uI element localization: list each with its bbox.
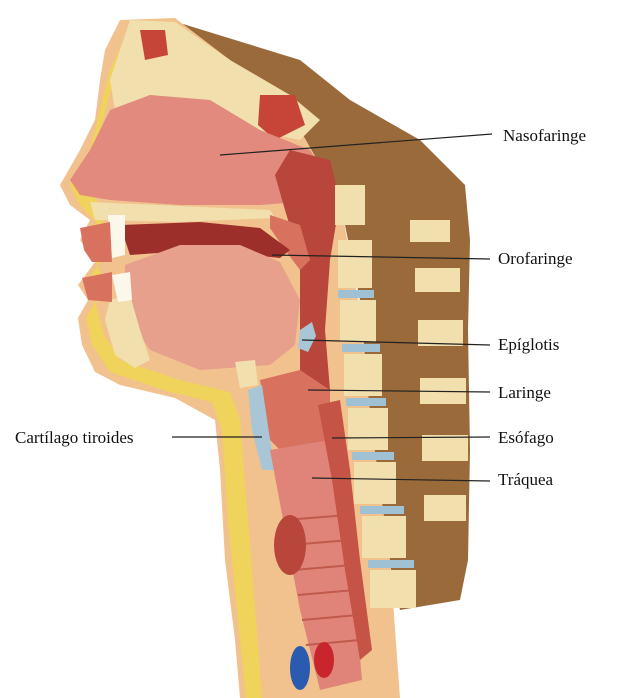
upper-incisor bbox=[108, 215, 125, 258]
intervertebral-disc bbox=[342, 344, 380, 352]
intervertebral-disc bbox=[338, 290, 374, 298]
cervical-spine bbox=[335, 185, 468, 608]
lower-incisor bbox=[112, 272, 132, 302]
spinous-process bbox=[422, 435, 468, 461]
intervertebral-disc bbox=[368, 560, 414, 568]
soft-palate bbox=[270, 215, 310, 270]
label-nasofaringe: Nasofaringe bbox=[503, 126, 587, 145]
label-laringe: Laringe bbox=[498, 383, 551, 402]
hyoid-bone bbox=[235, 360, 258, 388]
vertebra bbox=[344, 354, 382, 396]
tongue bbox=[125, 245, 300, 370]
vertebra bbox=[348, 408, 388, 450]
spinous-process bbox=[415, 268, 460, 292]
label-epiglotis: Epíglotis bbox=[498, 335, 560, 354]
leader-lines bbox=[172, 133, 493, 482]
artery bbox=[314, 642, 334, 678]
pharynx-cavity bbox=[275, 150, 340, 430]
vertebra bbox=[370, 570, 416, 608]
spinous-process bbox=[410, 220, 450, 242]
esophagus bbox=[318, 400, 372, 660]
vein bbox=[290, 646, 310, 690]
vertebra bbox=[362, 516, 406, 558]
label-cartilago-tiroides: Cartílago tiroides bbox=[15, 428, 134, 447]
mandible bbox=[105, 295, 150, 368]
epiglottis bbox=[298, 322, 316, 352]
frontal-sinus bbox=[140, 30, 168, 60]
vertebra bbox=[338, 240, 372, 288]
nasal-cavity bbox=[70, 95, 330, 205]
leader-laringe bbox=[307, 389, 491, 393]
intervertebral-disc bbox=[346, 398, 386, 406]
intervertebral-disc bbox=[352, 452, 394, 460]
leader-esofago bbox=[331, 436, 491, 439]
hard-palate bbox=[90, 202, 275, 222]
leader-orofaringe bbox=[271, 254, 491, 260]
label-traquea: Tráquea bbox=[498, 470, 554, 489]
upper-lip bbox=[80, 222, 112, 262]
spinous-process bbox=[424, 495, 466, 521]
leader-traquea bbox=[311, 477, 491, 482]
leader-epiglotis bbox=[301, 339, 491, 346]
subcutaneous-fat bbox=[70, 30, 262, 698]
sphenoid-sinus bbox=[258, 95, 305, 140]
spinous-process bbox=[418, 320, 463, 346]
intervertebral-disc bbox=[360, 506, 404, 514]
vertebra bbox=[340, 300, 376, 342]
vertebra bbox=[335, 185, 365, 225]
thyroid-gland bbox=[274, 515, 306, 575]
label-orofaringe: Orofaringe bbox=[498, 249, 573, 268]
vertebra bbox=[354, 462, 396, 504]
label-esofago: Esófago bbox=[498, 428, 554, 447]
leader-nasofaringe bbox=[219, 133, 493, 156]
lower-lip bbox=[82, 272, 112, 302]
thyroid-cartilage bbox=[248, 385, 276, 470]
